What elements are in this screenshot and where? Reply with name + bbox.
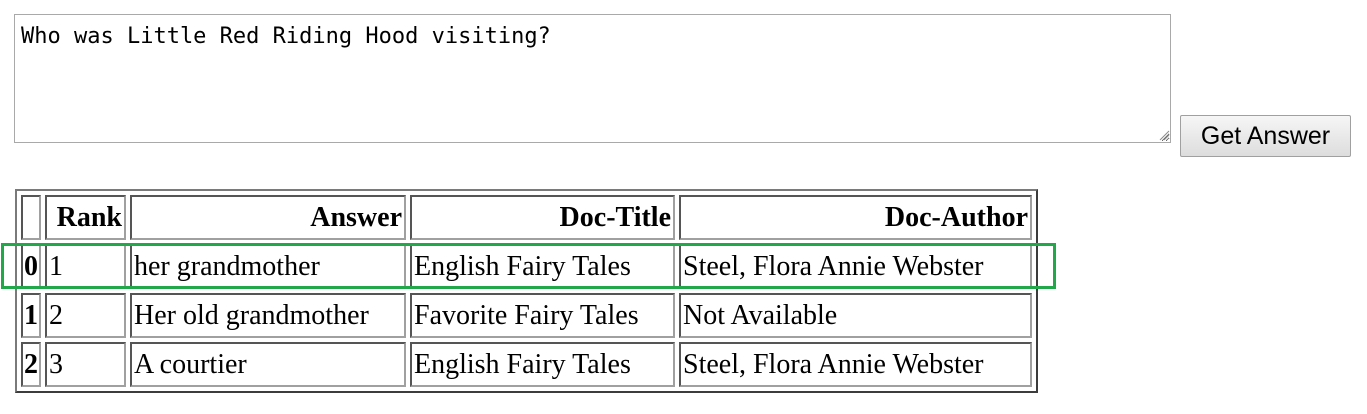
rank-column-header: Rank <box>45 195 126 240</box>
row-index: 0 <box>21 244 41 289</box>
answer-cell: her grandmother <box>130 244 406 289</box>
doc-title-cell: English Fairy Tales <box>410 244 675 289</box>
table-row: 1 2 Her old grandmother Favorite Fairy T… <box>21 293 1032 338</box>
rank-cell: 3 <box>45 342 126 387</box>
index-column-header <box>21 195 41 240</box>
table-row: 0 1 her grandmother English Fairy Tales … <box>21 244 1032 289</box>
doc-author-cell: Steel, Flora Annie Webster <box>679 342 1032 387</box>
question-input[interactable]: Who was Little Red Riding Hood visiting? <box>14 14 1171 143</box>
doc-title-cell: Favorite Fairy Tales <box>410 293 675 338</box>
answer-cell: Her old grandmother <box>130 293 406 338</box>
table-row: 2 3 A courtier English Fairy Tales Steel… <box>21 342 1032 387</box>
doc-title-column-header: Doc-Title <box>410 195 675 240</box>
doc-author-column-header: Doc-Author <box>679 195 1032 240</box>
row-index: 1 <box>21 293 41 338</box>
doc-author-cell: Not Available <box>679 293 1032 338</box>
resize-grip-icon[interactable] <box>1158 129 1170 141</box>
answer-column-header: Answer <box>130 195 406 240</box>
answer-cell: A courtier <box>130 342 406 387</box>
table-header-row: Rank Answer Doc-Title Doc-Author <box>21 195 1032 240</box>
rank-cell: 1 <box>45 244 126 289</box>
row-index: 2 <box>21 342 41 387</box>
doc-author-cell: Steel, Flora Annie Webster <box>679 244 1032 289</box>
rank-cell: 2 <box>45 293 126 338</box>
doc-title-cell: English Fairy Tales <box>410 342 675 387</box>
results-table: Rank Answer Doc-Title Doc-Author 0 1 her… <box>15 189 1038 393</box>
get-answer-button[interactable]: Get Answer <box>1180 115 1351 157</box>
